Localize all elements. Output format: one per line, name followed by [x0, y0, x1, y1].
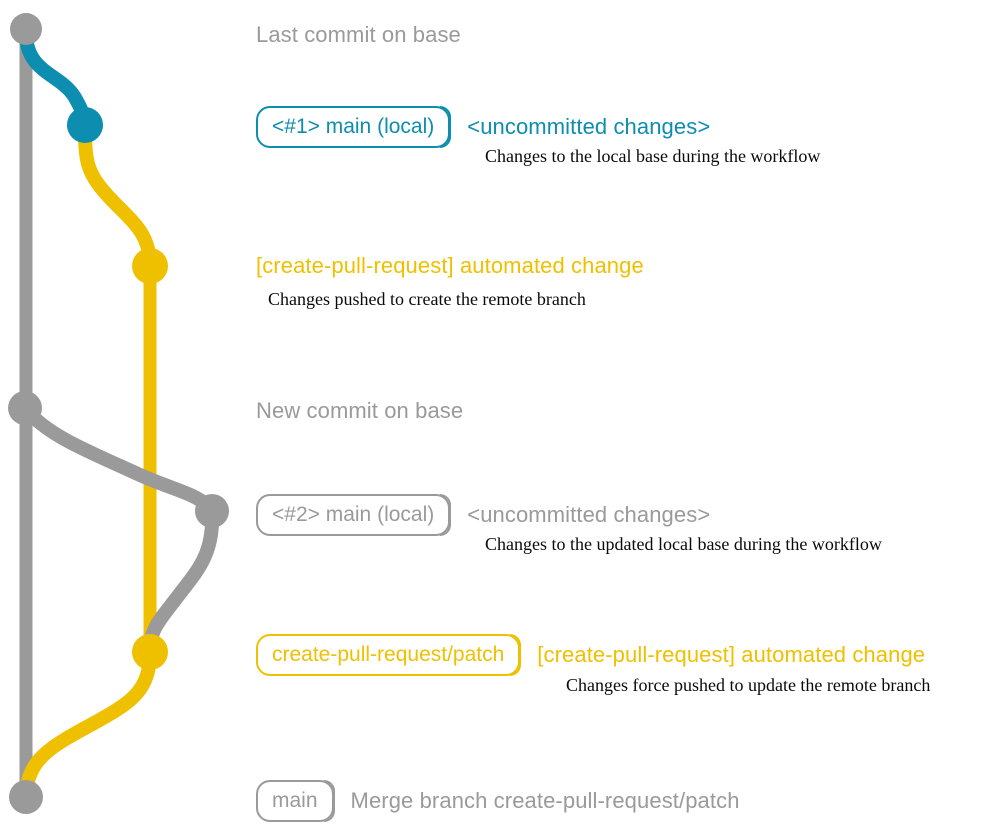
row-local-commit-2: <#2> main (local) <uncommitted changes> — [256, 494, 711, 536]
edge-local1-to-remote1 — [78, 118, 157, 273]
headline-last-commit-on-base: Last commit on base — [256, 22, 461, 47]
subtext-remote-commit-2: Changes force pushed to update the remot… — [566, 675, 931, 695]
branch-badge-remote-2[interactable]: create-pull-request/patch — [256, 634, 521, 676]
subtext-remote-commit-1: Changes pushed to create the remote bran… — [268, 289, 586, 309]
row-merge-commit: main Merge branch create-pull-request/pa… — [256, 780, 740, 822]
commit-node-local-1[interactable] — [67, 107, 103, 143]
row-remote-commit-2: create-pull-request/patch [create-pull-r… — [256, 634, 926, 676]
row-new-commit-on-base: New commit on base — [256, 396, 463, 426]
commit-node-base-new-commit[interactable] — [8, 391, 42, 425]
commit-node-remote-1[interactable] — [132, 248, 168, 284]
branch-badge-local-1[interactable]: <#1> main (local) — [256, 106, 451, 148]
badge-wrap-local-1[interactable]: <#1> main (local) — [256, 106, 452, 148]
subtext-local-commit-2: Changes to the updated local base during… — [485, 534, 882, 554]
edge-base-to-local2 — [20, 403, 219, 518]
subtext-local-commit-1: Changes to the local base during the wor… — [485, 146, 821, 166]
edge-remote2-to-merge — [19, 645, 157, 804]
commit-node-remote-2[interactable] — [132, 634, 168, 670]
headline-merge-commit: Merge branch create-pull-request/patch — [350, 788, 740, 813]
headline-new-commit-on-base: New commit on base — [256, 398, 464, 423]
row-remote-commit-1: [create-pull-request] automated change — [256, 251, 644, 281]
headline-remote-commit-1: [create-pull-request] automated change — [256, 253, 644, 278]
badge-wrap-remote-2[interactable]: create-pull-request/patch — [256, 634, 522, 676]
headline-remote-commit-2: [create-pull-request] automated change — [537, 642, 926, 667]
commit-node-local-2[interactable] — [195, 494, 229, 528]
branch-badge-main[interactable]: main — [256, 780, 334, 822]
branch-badge-local-2[interactable]: <#2> main (local) — [256, 494, 451, 536]
badge-wrap-local-2[interactable]: <#2> main (local) — [256, 494, 452, 536]
commit-node-base-last-commit[interactable] — [10, 13, 42, 45]
headline-local-commit-1: <uncommitted changes> — [467, 114, 711, 139]
row-local-commit-1: <#1> main (local) <uncommitted changes> — [256, 106, 711, 148]
badge-wrap-merge[interactable]: main — [256, 780, 335, 822]
headline-local-commit-2: <uncommitted changes> — [467, 502, 711, 527]
row-last-commit-on-base: Last commit on base — [256, 20, 461, 50]
commit-node-base-merge[interactable] — [9, 780, 43, 814]
edge-local2-to-remote2 — [143, 505, 220, 659]
